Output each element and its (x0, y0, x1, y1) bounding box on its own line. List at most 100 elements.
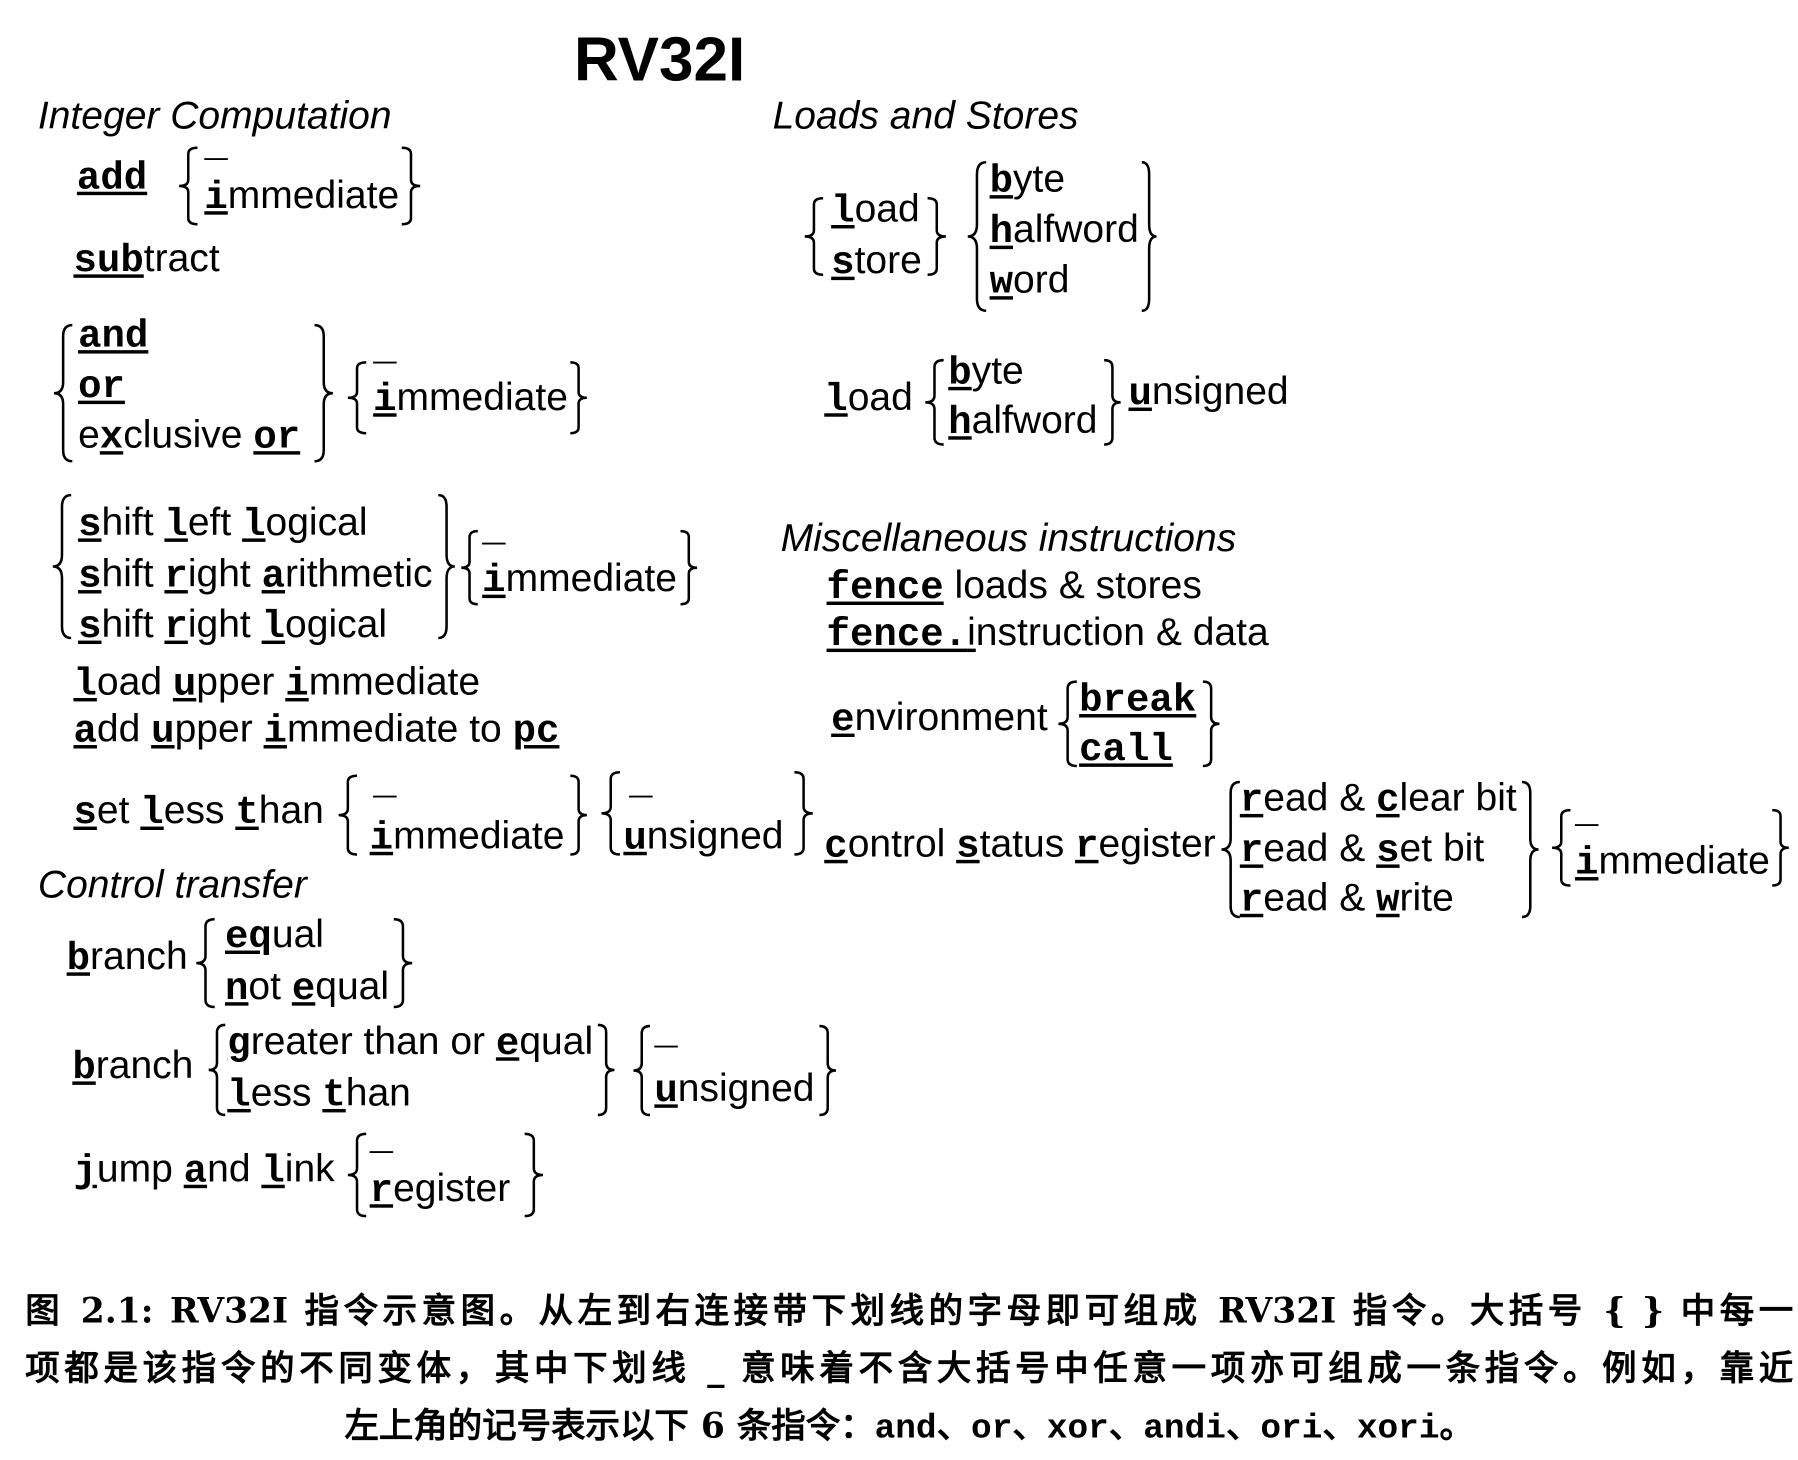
brace-left (51, 494, 74, 640)
left-brace-stroke (209, 1025, 226, 1115)
text-fragment: clusive (123, 413, 254, 457)
immediate-option: immediate (1575, 838, 1770, 887)
left-brace-stroke (1552, 810, 1570, 885)
text-fragment: mmediate to (286, 707, 513, 751)
text-fragment: e (78, 413, 100, 457)
text-fragment: et (96, 788, 141, 833)
underlined-letters: l (227, 1074, 251, 1119)
underlined-letters: l (164, 503, 188, 548)
text-fragment: ranch (95, 1043, 194, 1088)
brace-left (336, 775, 359, 855)
left-brace-stroke (179, 148, 197, 225)
underlined-letters: l (73, 663, 97, 708)
load-store-options: load store (831, 185, 922, 288)
text-fragment: 项都是该指令的不同变体，其中下划线 _ 意味着不含大括号中任意一项亦可组成一条指… (25, 1348, 1794, 1390)
brace-left (194, 918, 217, 1008)
text-fragment: pper (174, 707, 264, 751)
empty-option-marker: _ (373, 328, 397, 372)
underlined-letters: s (78, 606, 102, 650)
text-fragment: rite (1399, 875, 1454, 920)
underlined-letters: sub (73, 239, 144, 284)
brace-left (346, 362, 369, 434)
environment-label: environment (831, 695, 1048, 744)
underlined-letters: u (623, 817, 647, 861)
option-line: equal (225, 910, 389, 962)
brace-left (923, 359, 946, 445)
underlined-letters: call (1079, 728, 1173, 773)
left-brace-stroke (633, 1026, 650, 1115)
underlined-letters: t (235, 792, 259, 836)
brace-left (1550, 809, 1573, 886)
unsigned-option: unsigned (654, 1065, 814, 1114)
text-fragment: ual (271, 912, 324, 957)
option-line: store (831, 236, 922, 288)
brace-right (1201, 681, 1222, 767)
load-upper-immediate-label: load upper immediate (73, 659, 480, 708)
text-fragment: eft (187, 500, 243, 545)
option-line: byte (948, 348, 1097, 397)
underlined-letters: fence. (826, 614, 968, 658)
text-fragment: nd (207, 1146, 262, 1191)
underlined-letters: u (172, 663, 197, 708)
immediate-option: immediate (373, 374, 568, 423)
text-fragment: yte (1013, 157, 1066, 201)
underlined-letters: l (140, 792, 164, 836)
right-brace-stroke (1104, 360, 1121, 444)
text-fragment: 、 (1012, 1406, 1047, 1447)
code-word: andi (1143, 1409, 1226, 1449)
text-fragment: mmediate (308, 660, 481, 704)
brace-right (391, 918, 414, 1008)
underlined-letters: i (369, 817, 394, 861)
underlined-letters: l (831, 190, 855, 235)
underlined-letters: h (948, 401, 972, 446)
option-line: not equal (225, 962, 389, 1014)
underlined-letters: r (1239, 829, 1264, 874)
code-word: and (874, 1409, 937, 1449)
underlined-letters: t (322, 1074, 346, 1119)
option-line: or (78, 362, 300, 413)
caption-line: 左上角的记号表示以下 6 条指令：and、or、xor、andi、ori、xor… (25, 1398, 1793, 1455)
option-line: less than (227, 1069, 593, 1121)
right-brace-stroke (315, 325, 333, 461)
brace-left (52, 324, 75, 463)
brace-right (1770, 809, 1791, 886)
underlined-letters: i (263, 710, 287, 755)
text-fragment: ogical (265, 500, 368, 545)
register-option: register (370, 1165, 511, 1214)
text-fragment: 、 (1225, 1406, 1261, 1447)
underlined-letters: l (242, 503, 266, 548)
text-fragment: mmediate (227, 173, 400, 217)
heading-loads-and-stores: Loads and Stores (772, 94, 1079, 138)
underlined-letters: l (261, 1150, 285, 1194)
text-fragment: ogical (285, 602, 388, 647)
text-fragment: tatus (979, 821, 1076, 866)
brace-right (400, 147, 423, 225)
underlined-letters: i (285, 663, 309, 708)
underlined-letters: b (72, 1046, 96, 1091)
underlined-letters: c (824, 825, 848, 870)
right-brace-stroke (1772, 810, 1789, 885)
right-brace-stroke (402, 148, 420, 225)
brace-left (965, 161, 988, 313)
text-fragment: loads & stores (943, 563, 1202, 608)
text-fragment: oad (854, 187, 920, 231)
empty-option-marker: _ (654, 1012, 678, 1057)
text-fragment: tore (854, 238, 922, 283)
text-fragment: nsigned (646, 813, 784, 858)
text-fragment: ump (96, 1146, 184, 1191)
immediate-option: immediate (204, 172, 399, 221)
option-line: read & clear bit (1240, 775, 1517, 825)
underlined-letters: r (1075, 825, 1099, 870)
underlined-letters: j (73, 1150, 97, 1194)
underlined-letters: i (967, 610, 976, 655)
brace-right (568, 362, 589, 434)
text-fragment: pper (196, 660, 286, 704)
underlined-letters: s (831, 242, 855, 286)
control-status-register-label: control status register (824, 821, 1215, 870)
underlined-letters: w (1376, 879, 1400, 923)
brace-right (568, 775, 589, 855)
